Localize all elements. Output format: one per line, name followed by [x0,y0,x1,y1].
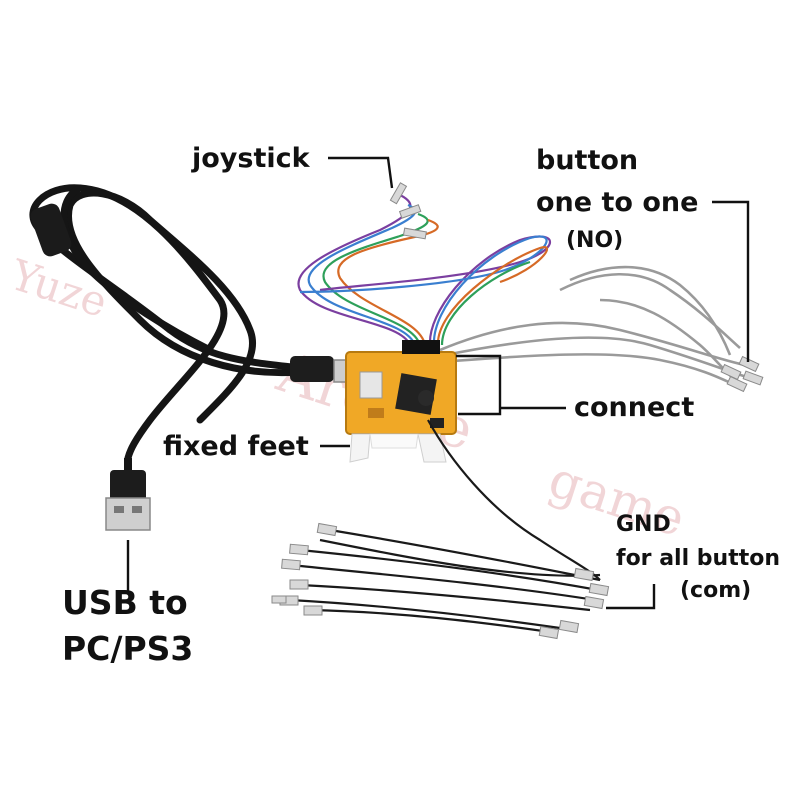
joystick-terminals [389,182,427,240]
label-fixed-feet: fixed feet [163,431,309,462]
pcb-board [345,340,457,435]
label-button-no: (NO) [566,228,624,253]
ground-daisy-chain [289,528,601,634]
label-button-title: button [536,145,639,176]
acrylic-feet [349,433,447,463]
gnd-wire [427,419,601,581]
button-terminals [720,355,764,393]
joystick-wires [297,194,551,346]
label-gnd-for-all-button: for all button [616,546,781,571]
usb-cable [29,184,304,462]
label-gnd: GND [616,512,671,537]
ground-terminals-left [271,522,338,616]
label-joystick: joystick [192,143,310,174]
label-connect: connect [574,392,695,423]
label-pc-ps3: PC/PS3 [62,629,194,668]
usb-a-plug [105,458,151,531]
label-usb-to: USB to [62,583,188,622]
annotation-leaders [126,156,750,610]
label-gnd-com: (com) [680,578,752,603]
ferrite-bead [30,203,72,257]
label-button-one-to-one: one to one [536,187,699,218]
ground-terminals-right [538,567,610,640]
